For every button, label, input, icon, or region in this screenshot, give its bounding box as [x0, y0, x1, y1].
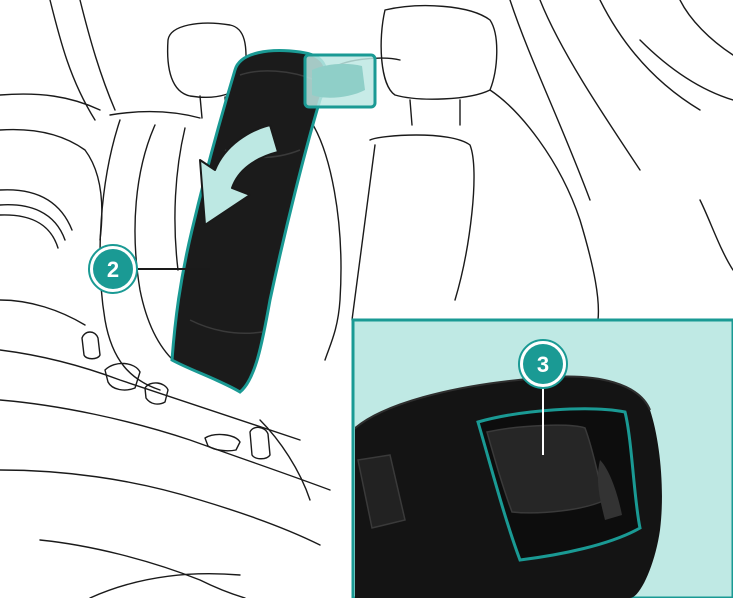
- callout-3-label: 3: [537, 352, 549, 377]
- center-armrest: [172, 51, 326, 392]
- release-latch-highlight: [305, 55, 375, 107]
- callout-2-label: 2: [107, 257, 119, 282]
